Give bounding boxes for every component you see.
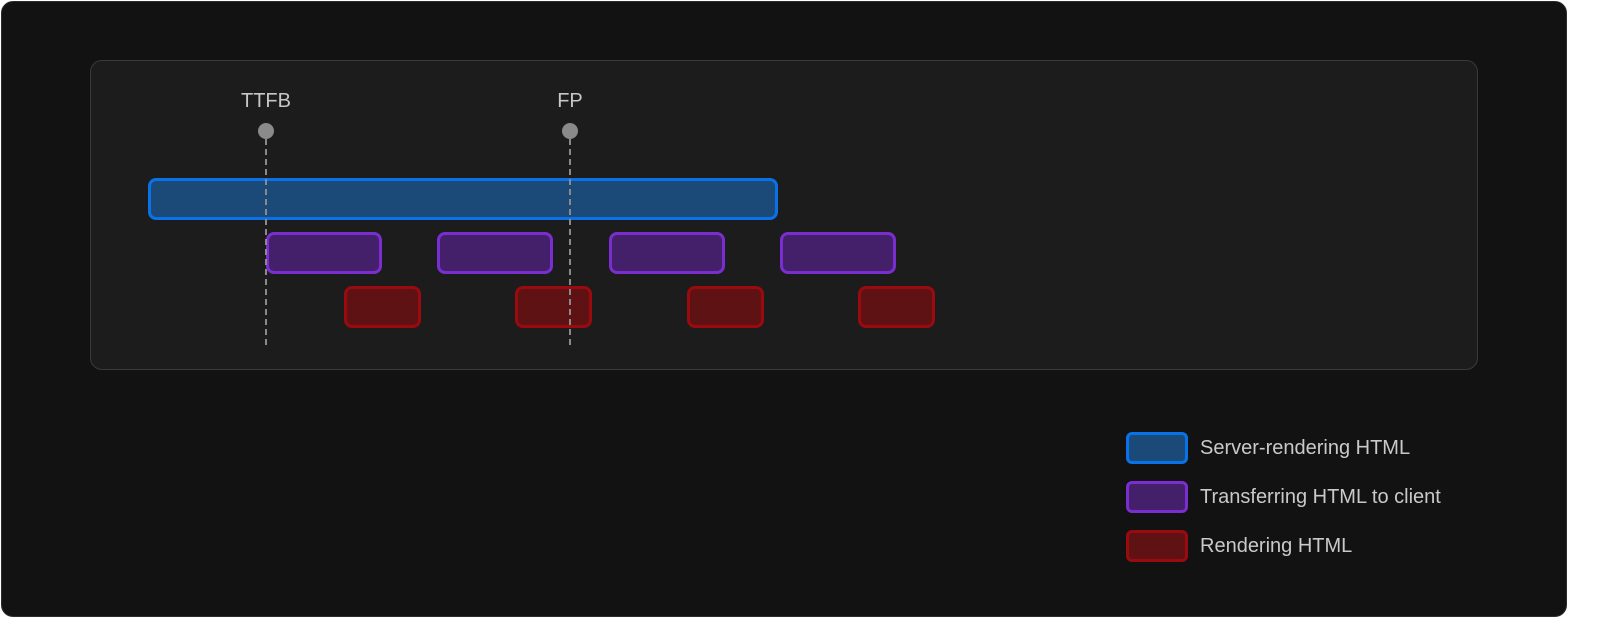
legend-swatch-transfer — [1126, 481, 1188, 513]
transfer-bar-4 — [780, 232, 896, 274]
server-rendering-bar — [148, 178, 778, 220]
legend-label-transfer: Transferring HTML to client — [1200, 486, 1441, 508]
transfer-bar-3 — [609, 232, 725, 274]
milestone-fp-line — [569, 139, 571, 345]
legend-label-server: Server-rendering HTML — [1200, 437, 1411, 459]
render-bar-4 — [858, 286, 935, 328]
diagram-frame: TTFB FP Server-rendering HTML Transferri… — [1, 1, 1567, 617]
transfer-bar-1 — [266, 232, 382, 274]
milestone-fp-dot — [562, 123, 578, 139]
legend-swatch-render — [1126, 530, 1188, 562]
render-bar-3 — [687, 286, 764, 328]
milestone-ttfb-label: TTFB — [241, 90, 291, 112]
milestone-ttfb-line — [265, 139, 267, 345]
legend-swatch-server — [1126, 432, 1188, 464]
render-bar-1 — [344, 286, 421, 328]
render-bar-2 — [515, 286, 592, 328]
transfer-bar-2 — [437, 232, 553, 274]
legend-label-render: Rendering HTML — [1200, 535, 1353, 557]
milestone-fp-label: FP — [557, 90, 583, 112]
milestone-ttfb-dot — [258, 123, 274, 139]
